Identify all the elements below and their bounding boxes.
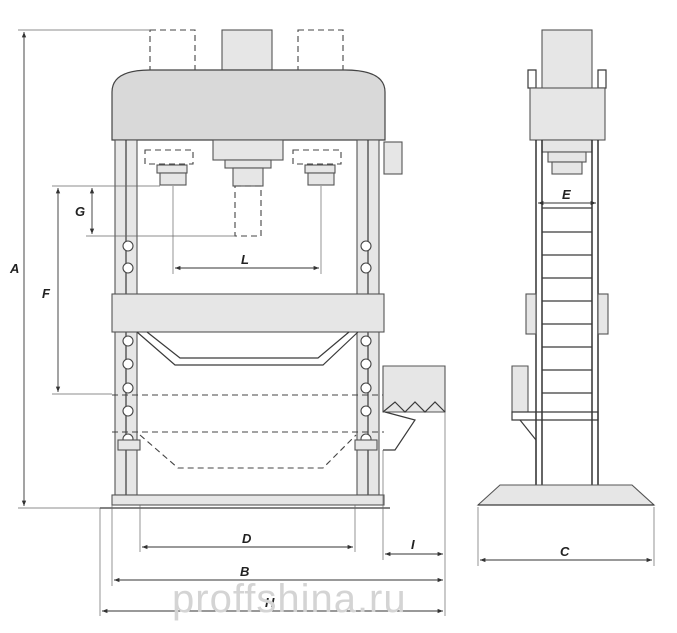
side-cylinder: [541, 29, 593, 91]
side-head: [529, 87, 606, 141]
dimension-l-label: L: [241, 252, 249, 267]
main-piston-stroke: [234, 185, 262, 237]
watermark: proffshina.ru: [172, 577, 407, 621]
front-view: [100, 29, 446, 509]
side-piston: [551, 161, 583, 175]
dimension-f-label: F: [42, 286, 51, 301]
left-cylinder-outline: [149, 29, 196, 77]
dimension-a-label: A: [9, 261, 19, 276]
dimension-c-label: C: [560, 544, 570, 559]
side-view: [476, 29, 656, 506]
side-dimensions: E C: [477, 187, 655, 566]
dimension-i-label: I: [411, 537, 415, 552]
right-piston: [307, 172, 335, 186]
dimension-g-label: G: [75, 204, 85, 219]
right-cylinder-outline: [297, 29, 344, 77]
side-base: [476, 484, 656, 506]
side-rungs: [542, 207, 592, 394]
front-dimensions: A F G L D I B H: [9, 29, 446, 616]
side-tray: [382, 365, 446, 413]
main-piston: [232, 167, 264, 187]
dimension-e-label: E: [562, 187, 571, 202]
dimension-d-label: D: [242, 531, 252, 546]
main-piston-flange: [212, 139, 284, 161]
dimension-h-label: H: [265, 595, 275, 610]
main-cylinder: [221, 29, 273, 71]
dimension-b-label: B: [240, 564, 249, 579]
table-beam: [136, 331, 359, 366]
valve-block: [383, 141, 403, 175]
left-piston: [159, 172, 187, 186]
base-plate: [111, 494, 385, 506]
top-head: [111, 69, 386, 141]
press-table: [111, 293, 385, 333]
